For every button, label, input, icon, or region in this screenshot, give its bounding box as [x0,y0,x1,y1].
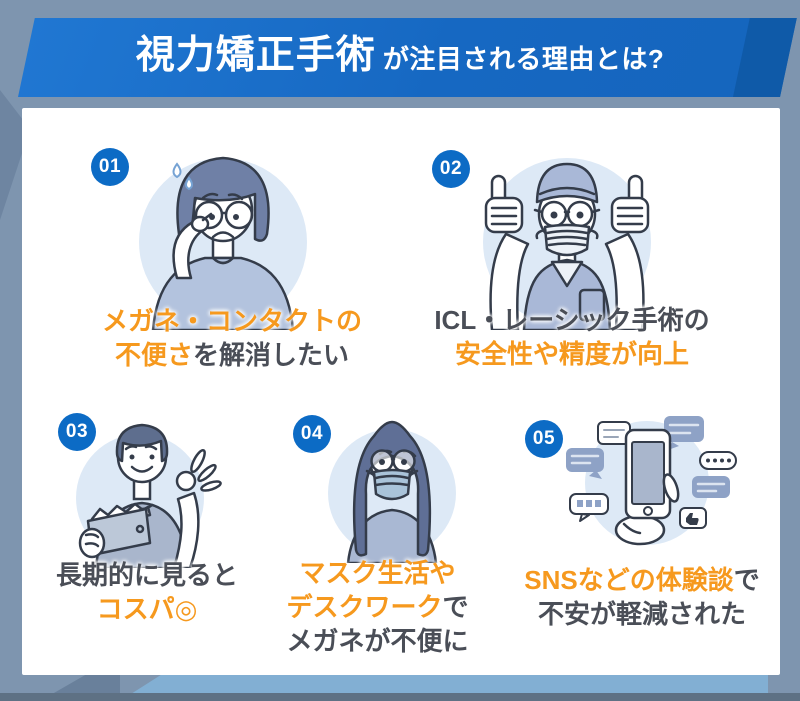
illustration-woman-adjusting-glasses [117,130,327,335]
caption-segment: 不便さ [114,340,193,370]
reason-caption: ICL・レーシック手術の 安全性や精度が向上 [402,303,742,371]
caption-segment: で [442,592,469,622]
caption-segment: マスク生活や [299,558,456,588]
reason-number-badge: 05 [525,420,563,458]
reason-number-badge: 01 [91,148,129,186]
caption-line: メガネ・コンタクトの [62,304,402,338]
caption-segment: 不安が軽減された [537,599,746,629]
caption-segment: で [733,565,760,595]
caption-line: 不安が軽減された [512,597,772,631]
caption-line: SNSなどの体験談で [512,563,772,597]
caption-line: 長期的に見ると [27,558,267,592]
caption-line: デスクワークで [250,590,505,624]
caption-line: コスパ◎ [27,592,267,626]
page-title-main: 視力矯正手術 [135,34,376,77]
reason-caption: メガネ・コンタクトの 不便さを解消したい [62,304,402,372]
caption-line: 安全性や精度が向上 [402,337,742,371]
caption-segment: メガネ・コンタクトの [101,306,362,336]
illustration-surgeon-thumbs-up [462,130,672,335]
illustration-smartphone-sns-chat-bubbles [552,408,737,563]
caption-segment: コスパ◎ [96,594,198,624]
caption-segment: を解消したい [193,340,350,370]
reason-caption: SNSなどの体験談で 不安が軽減された [512,563,772,631]
caption-line: ICL・レーシック手術の [402,303,742,337]
caption-segment: 安全性や精度が向上 [454,339,689,369]
caption-segment: デスクワーク [286,592,443,622]
illustration-woman-wearing-mask [312,398,472,568]
caption-segment: SNSなどの体験談 [524,565,734,595]
caption-line: マスク生活や [250,556,505,590]
caption-line: 不便さを解消したい [62,338,402,372]
page-title: 視力矯正手術 が注目される理由とは? [0,18,800,97]
illustration-man-wallet-ok-sign [62,403,222,573]
reason-caption: 長期的に見ると コスパ◎ [27,558,267,626]
reason-number-badge: 03 [58,413,96,451]
content-card: 01 02 03 04 05 [22,108,780,675]
reason-number-badge: 04 [293,415,331,453]
reason-number-badge: 02 [432,150,470,188]
caption-segment: ICL・レーシック手術の [434,305,710,335]
page-title-sub: が注目される理由とは? [382,44,665,74]
reason-caption: マスク生活や デスクワークで メガネが不便に [250,556,505,658]
caption-segment: 長期的に見ると [55,560,238,590]
background-bottom-strip [0,693,800,701]
caption-line: メガネが不便に [250,624,505,658]
caption-segment: メガネが不便に [286,626,469,656]
